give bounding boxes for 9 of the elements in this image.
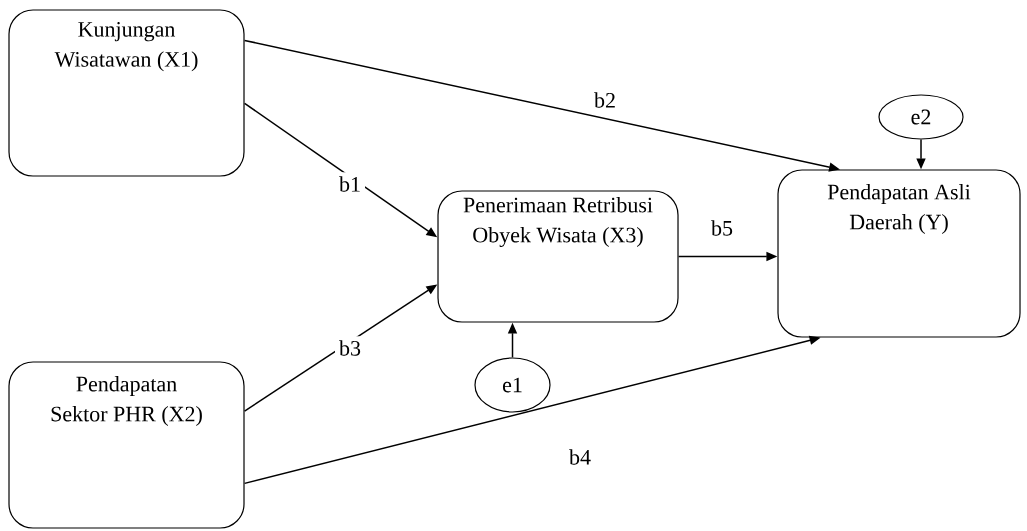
variable-box: Pendapatan Sektor PHR (X2) <box>8 361 245 529</box>
variable-box: Pendapatan Asli Daerah (Y) <box>777 169 1021 338</box>
edge-label: b3 <box>335 336 365 360</box>
variable-box: Kunjungan Wisatawan (X1) <box>8 9 245 177</box>
variable-box: Penerimaan Retribusi Obyek Wisata (X3) <box>437 190 679 323</box>
edge-label: b2 <box>594 92 615 108</box>
edge-label: b1 <box>335 172 365 196</box>
edge-label: b5 <box>711 220 733 236</box>
edge-label: b4 <box>569 449 591 465</box>
